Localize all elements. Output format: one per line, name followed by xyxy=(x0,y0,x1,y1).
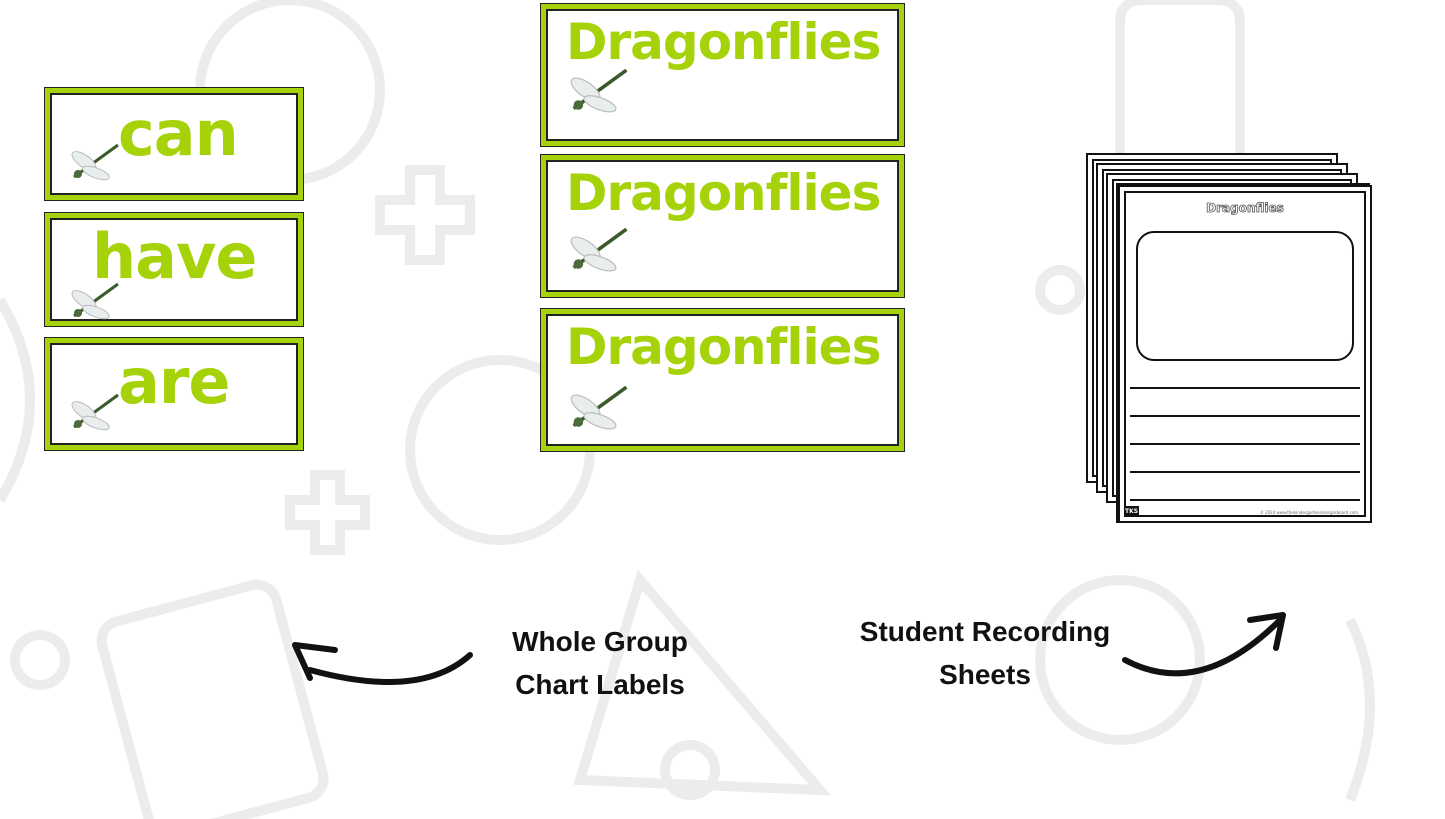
sheet-footer: © 2024 www.thekindergartensmorgasboard.c… xyxy=(1259,510,1358,515)
tks-logo: TKS xyxy=(1124,506,1140,517)
whole-group-label: Whole Group Chart Labels xyxy=(512,626,688,700)
title-text: Dragonflies xyxy=(566,164,881,222)
title-text: Dragonflies xyxy=(566,318,881,376)
word-card-can: can xyxy=(44,87,304,201)
arrow-right-head xyxy=(1247,612,1286,651)
arrow-left-icon xyxy=(307,652,473,685)
title-card: Dragonflies xyxy=(540,154,905,298)
word-text: have xyxy=(92,220,257,293)
recording-sheet: Dragonflies TKS © 2024 www.thekindergart… xyxy=(1118,185,1372,523)
sheet-title: Dragonflies xyxy=(1206,201,1284,216)
word-text: can xyxy=(118,97,239,170)
drawing-box xyxy=(1136,231,1354,361)
arrow-left-head xyxy=(292,642,338,681)
word-text: are xyxy=(118,345,230,418)
title-card: Dragonflies xyxy=(540,308,905,452)
title-text: Dragonflies xyxy=(566,13,881,71)
title-card: Dragonflies xyxy=(540,3,905,147)
word-card-are: are xyxy=(44,337,304,451)
arrow-right-icon xyxy=(1122,617,1283,677)
student-sheets-label: Student Recording Sheets xyxy=(859,616,1111,690)
word-card-have: have xyxy=(44,212,304,327)
